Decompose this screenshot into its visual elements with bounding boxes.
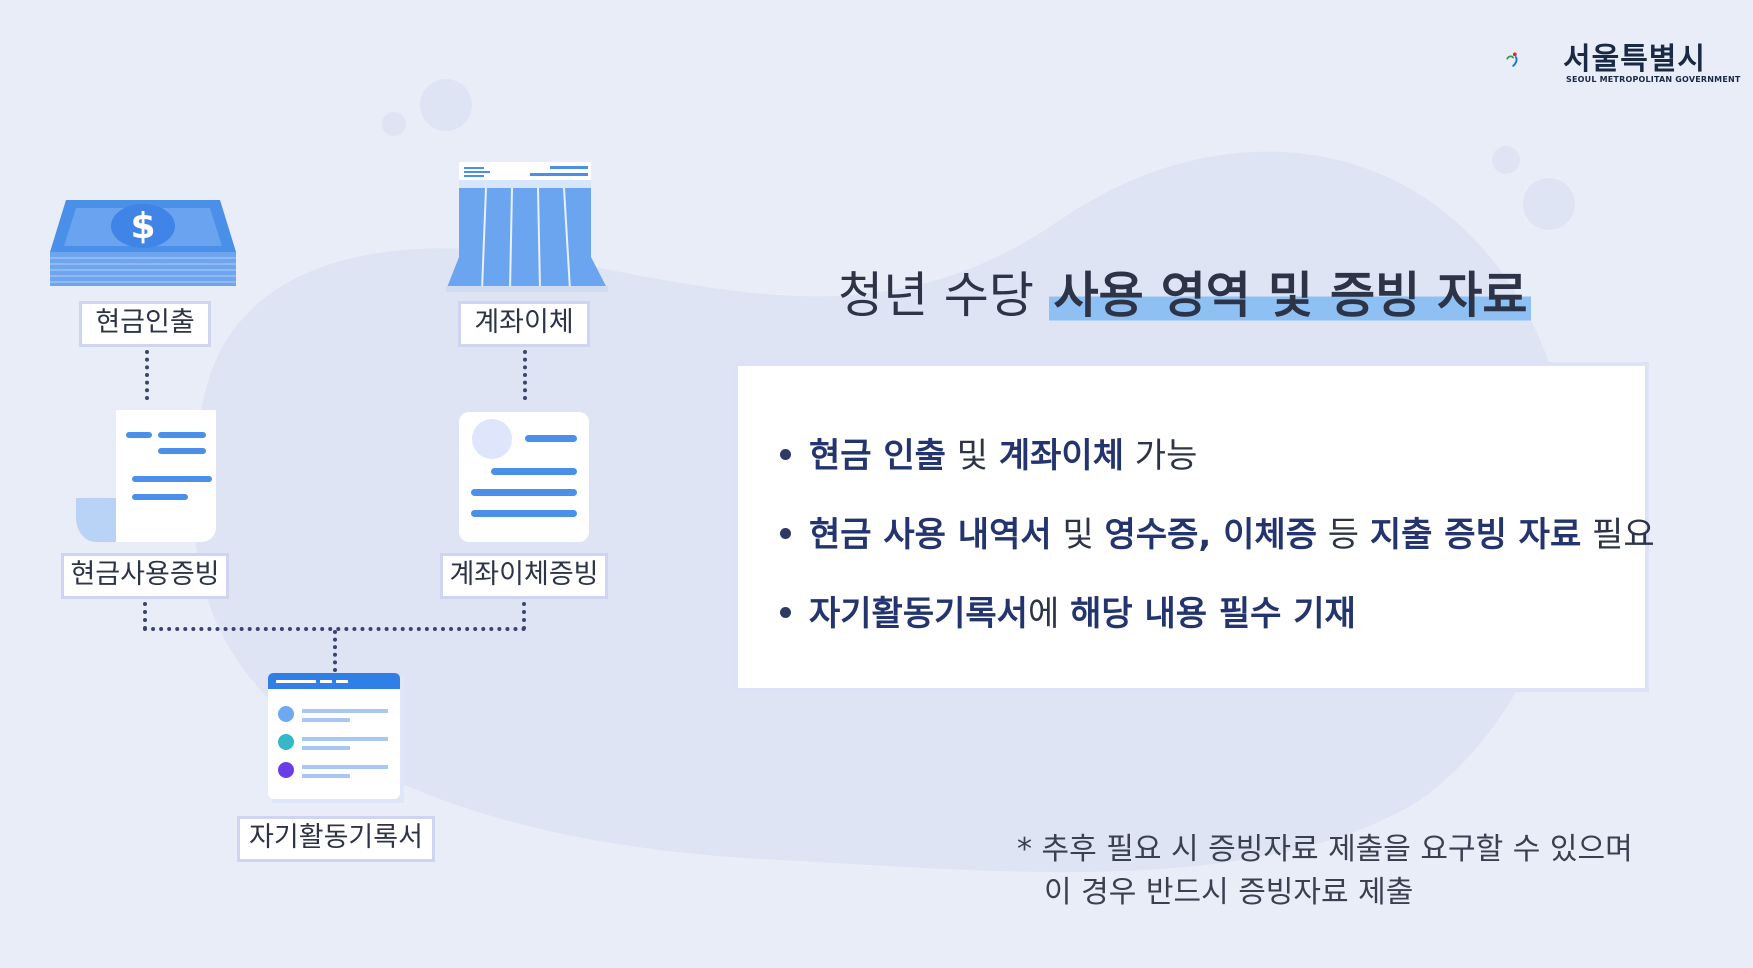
bullet-text: 에 (1027, 594, 1071, 634)
bullet-text-bold: 해당 내용 필수 기재 (1070, 594, 1356, 634)
bank-statement-icon (446, 162, 608, 292)
bullet-text: 가능 (1124, 436, 1198, 476)
bullet-text: 및 (945, 436, 999, 476)
bullet-text: 및 (1051, 515, 1105, 555)
id-document-icon (459, 412, 589, 542)
bullet-text: 필요 (1581, 515, 1655, 555)
connector-line (333, 630, 337, 672)
bullet-text-bold: 계좌이체 (998, 436, 1124, 476)
connector-line (145, 350, 149, 400)
bullet-text: 등 (1316, 515, 1370, 555)
seoul-logo-icon (1506, 52, 1518, 67)
account-transfer-label: 계좌이체 (458, 301, 590, 347)
bullet-item: 현금 사용 내역서 및 영수증, 이체증 등 지출 증빙 자료 필요 (780, 507, 1655, 556)
bullet-text-bold: 자기활동기록서 (809, 594, 1028, 634)
bullet-text-bold: 현금 인출 (809, 436, 946, 476)
svg-text:$: $ (130, 206, 155, 247)
bullet-text-bold: 현금 사용 내역서 (809, 515, 1052, 555)
cash-proof-label: 현금사용증빙 (61, 553, 229, 599)
bullet-dot (780, 607, 791, 618)
receipt-icon (76, 410, 216, 542)
bullet-dot (780, 449, 791, 460)
connector-line (522, 602, 526, 630)
activity-record-window-icon (268, 673, 404, 803)
bullet-text-bold: 영수증, 이체증 (1104, 515, 1317, 555)
connector-line (523, 350, 527, 400)
title-plain: 청년 수당 (838, 267, 1034, 324)
logo-title: 서울특별시 (1563, 42, 1706, 77)
connector-line (143, 602, 147, 630)
info-panel: 현금 인출 및 계좌이체 가능 현금 사용 내역서 및 영수증, 이체증 등 지… (734, 362, 1655, 692)
transfer-proof-label: 계좌이체증빙 (440, 553, 608, 599)
bullet-item: 자기활동기록서에 해당 내용 필수 기재 (780, 586, 1356, 635)
money-stack-icon: $ (50, 200, 236, 286)
footnote-line-2: 이 경우 반드시 증빙자료 제출 (1044, 875, 1414, 910)
title-highlight: 사용 영역 및 증빙 자료 (1049, 267, 1532, 324)
page-title: 청년 수당 사용 영역 및 증빙 자료 (838, 256, 1532, 327)
activity-record-label: 자기활동기록서 (237, 816, 435, 862)
bullet-text-bold: 지출 증빙 자료 (1369, 515, 1582, 555)
cash-withdrawal-label: 현금인출 (79, 301, 211, 347)
bullet-item: 현금 인출 및 계좌이체 가능 (780, 428, 1197, 477)
footnote: * 추후 필요 시 증빙자료 제출을 요구할 수 있으며 이 경우 반드시 증빙… (1017, 828, 1633, 914)
logo-subtitle: SEOUL METROPOLITAN GOVERNMENT (1566, 75, 1741, 84)
footnote-line-1: * 추후 필요 시 증빙자료 제출을 요구할 수 있으며 (1017, 832, 1633, 867)
bullet-dot (780, 528, 791, 539)
connector-line (143, 627, 526, 631)
